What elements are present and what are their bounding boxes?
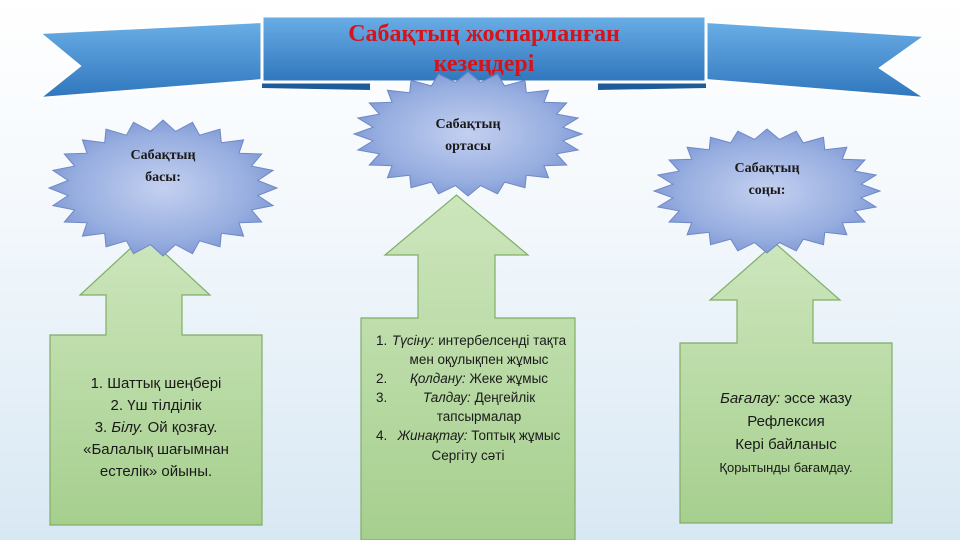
box1-item3-rest: Ой қозғау. <box>143 419 218 436</box>
stage-label-start: Сабақтың басы: <box>88 145 238 189</box>
box1-line-5: естелік» ойыны. <box>99 463 213 480</box>
arrow-middle <box>360 194 576 540</box>
box1-item3-italic: Білу. <box>111 419 144 436</box>
stage-end-content: Бағалау: эссе жазу Рефлексия Кері байлан… <box>680 343 892 523</box>
box2-item-3-text: Деңгейлік тапсырмалар <box>436 390 536 424</box>
box2-item: Түсіну: интербелсенді тақта мен оқулықпе… <box>391 331 567 369</box>
starburst-start <box>47 119 279 257</box>
box1-line-2: 2. Үш тілділік <box>110 397 202 414</box>
page-title: Сабақтың жоспарланған кезеңдері <box>262 16 706 82</box>
box2-item-4-text: Топтық жұмыс <box>467 428 561 443</box>
box2-item-1-text: интербелсенді тақта мен оқулықпен жұмыс <box>409 333 567 367</box>
stage-start-line-2: басы: <box>145 170 181 185</box>
box3-line-3: Кері байланыс <box>735 436 837 453</box>
box2-item-2-label: Қолдану: <box>409 371 466 386</box>
box2-item-1-label: Түсіну: <box>391 333 435 348</box>
stage-label-end: Сабақтың соңы: <box>692 158 842 202</box>
box1-line-4: «Балалық шағымнан <box>83 441 229 458</box>
stage-label-middle: Сабақтың ортасы <box>393 114 543 158</box>
box3-italic: Бағалау: <box>720 390 781 407</box>
ribbon-right-tail <box>705 20 929 100</box>
arrow-end <box>679 242 893 524</box>
stage-start-line-1: Сабақтың <box>130 148 196 163</box>
title-ribbon <box>36 14 929 100</box>
stage-middle-line-1: Сабақтың <box>435 117 501 132</box>
box2-footer: Сергіту сәті <box>431 448 505 463</box>
box2-item-4-label: Жинақтау: <box>397 428 468 443</box>
starburst-end <box>652 128 882 254</box>
stage-middle-line-2: ортасы <box>445 139 491 154</box>
title-line-2: кезеңдері <box>433 51 535 77</box>
box2-item-3-label: Талдау: <box>422 390 471 405</box>
box1-line-1: 1. Шаттық шеңбері <box>90 375 222 392</box>
box2-list: Түсіну: интербелсенді тақта мен оқулықпе… <box>361 331 575 445</box>
box3-line-1: Бағалау: эссе жазу <box>680 387 892 410</box>
starburst-middle <box>352 71 584 197</box>
box3-text: эссе жазу <box>780 390 852 407</box>
box2-item: Жинақтау: Топтық жұмыс <box>391 426 567 445</box>
box2-item: Талдау: Деңгейлік тапсырмалар <box>391 388 567 426</box>
stage-end-line-1: Сабақтың <box>734 161 800 176</box>
box2-item: Қолдану: Жеке жұмыс <box>391 369 567 388</box>
ribbon-left-tail <box>36 20 263 100</box>
box3-line-2: Рефлексия <box>747 413 825 430</box>
stage-end-line-2: соңы: <box>748 183 786 198</box>
box3-line-4: Қорытынды бағамдау. <box>719 460 853 475</box>
arrow-start <box>49 234 263 526</box>
stage-middle-content: Түсіну: интербелсенді тақта мен оқулықпе… <box>361 318 575 540</box>
box1-line-3: 3. Білу. Ой қозғау. <box>50 417 262 439</box>
box2-item-2-text: Жеке жұмыс <box>465 371 549 386</box>
box1-item3-prefix: 3. <box>94 419 112 436</box>
stage-start-content: 1. Шаттық шеңбері 2. Үш тілділік 3. Білу… <box>50 335 262 525</box>
title-line-1: Сабақтың жоспарланған <box>348 21 620 47</box>
